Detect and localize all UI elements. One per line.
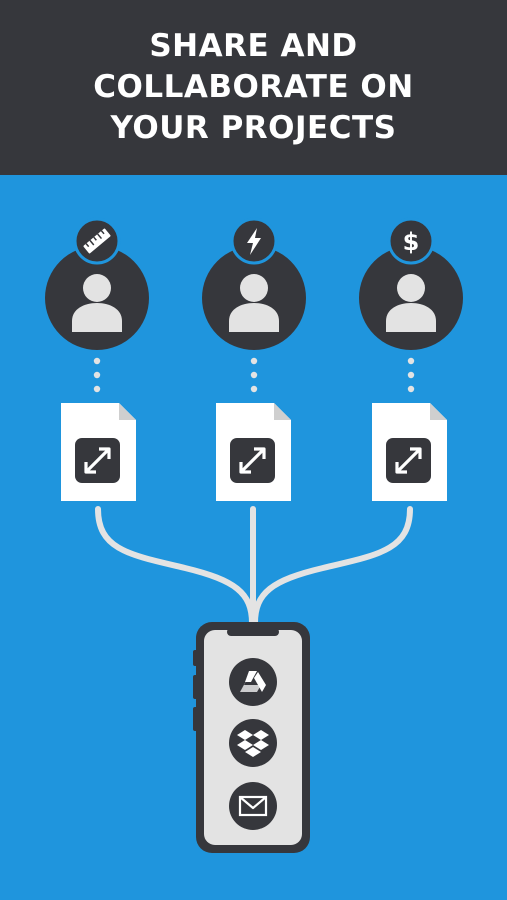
connector-lines <box>95 506 413 626</box>
collaborator-3: $ <box>359 217 463 501</box>
file-fold <box>119 403 136 420</box>
user-icon <box>386 274 436 332</box>
service-circle <box>229 719 277 767</box>
title-line-2: COLLABORATE ON <box>93 69 414 105</box>
expand-icon <box>84 447 111 474</box>
connector-line-left <box>95 506 255 626</box>
file-fold <box>430 403 447 420</box>
phone <box>193 622 310 853</box>
dotted-connector <box>93 357 101 393</box>
google-drive-icon <box>240 671 266 692</box>
role-badge <box>387 217 435 265</box>
user-icon <box>72 274 122 332</box>
project-file <box>372 403 447 501</box>
expand-icon <box>239 447 266 474</box>
title-line-1: SHARE AND <box>149 28 358 64</box>
lightning-icon <box>247 228 261 255</box>
file-fold <box>274 403 291 420</box>
ruler-icon <box>83 228 111 254</box>
dropbox-icon <box>237 730 269 757</box>
connector-line-right <box>252 506 413 626</box>
collaborator-1 <box>45 217 149 501</box>
collaboration-illustration: $ <box>45 217 463 853</box>
mail-icon <box>238 795 268 817</box>
expand-icon <box>395 447 422 474</box>
service-circle <box>229 658 277 706</box>
dotted-connector <box>407 357 415 393</box>
service-circle <box>229 782 277 830</box>
header-banner: SHARE AND COLLABORATE ON YOUR PROJECTS <box>0 0 507 175</box>
collaborator-2 <box>202 217 306 501</box>
dollar-icon: $ <box>403 228 420 256</box>
project-file <box>216 403 291 501</box>
project-file <box>61 403 136 501</box>
title-line-3: YOUR PROJECTS <box>110 110 397 146</box>
user-icon <box>229 274 279 332</box>
phone-notch <box>227 628 279 636</box>
dotted-connector <box>250 357 258 393</box>
